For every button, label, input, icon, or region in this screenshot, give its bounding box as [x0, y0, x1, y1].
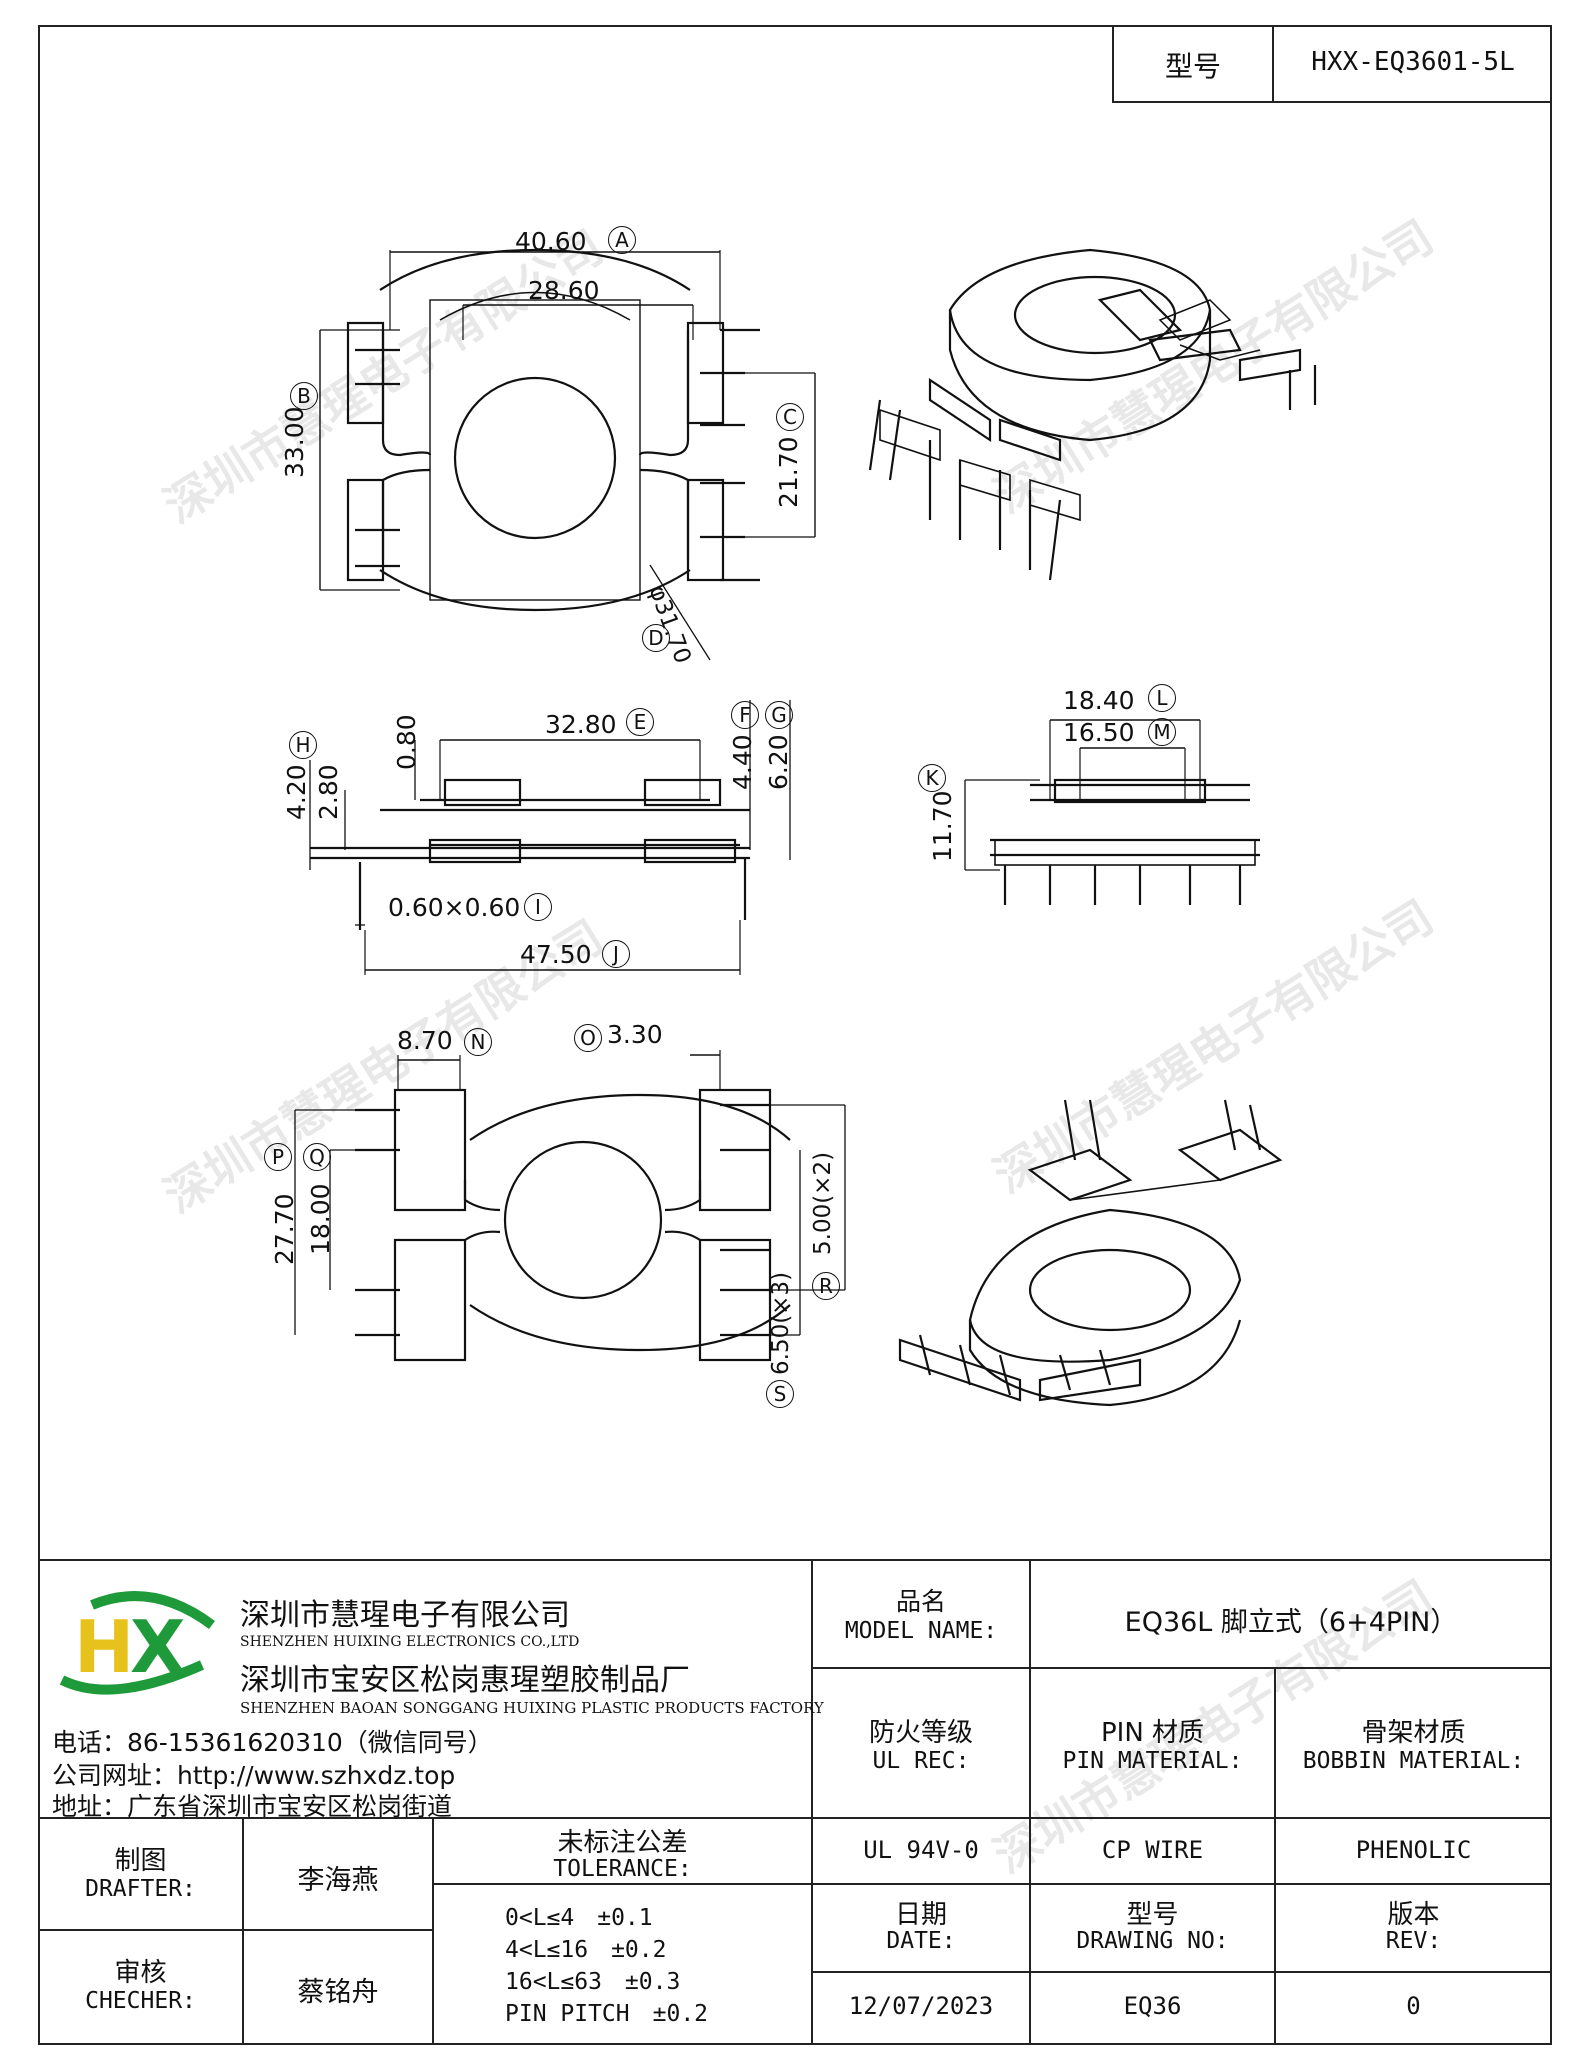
- logo-letter-x: X: [130, 1605, 186, 1689]
- dim-P-letter: P: [264, 1143, 292, 1171]
- tolerance-en: TOLERANCE:: [553, 1856, 692, 1882]
- dim-B-letter: B: [290, 382, 318, 410]
- dim-C-letter: C: [776, 403, 804, 431]
- rev-cn: 版本: [1387, 1900, 1440, 1930]
- dim-D-letter: D: [642, 624, 670, 652]
- bottom-view: [294, 1050, 846, 1362]
- dim-J-letter: J: [602, 940, 630, 968]
- model-name-en: MODEL NAME:: [844, 1618, 998, 1644]
- company-logo: H X: [52, 1585, 222, 1705]
- dim-H-letter: H: [289, 731, 317, 759]
- factory-name-en: SHENZHEN BAOAN SONGGANG HUIXING PLASTIC …: [240, 1699, 824, 1717]
- top-view: [319, 248, 816, 661]
- company-website: 公司网址：http://www.szhxdz.top: [52, 1761, 456, 1790]
- tolerance-line: 4<L≤16 ±0.2: [505, 1937, 667, 1963]
- dim-S-letter: S: [766, 1380, 794, 1408]
- dim-R-letter: R: [812, 1272, 840, 1300]
- dim-M-value: 16.50: [1063, 718, 1135, 747]
- company-name-cn: 深圳市慧瑆电子有限公司: [240, 1598, 570, 1633]
- dim-M-letter: M: [1148, 718, 1176, 746]
- ul-rec-cn: 防火等级: [868, 1718, 973, 1748]
- company-address: 地址：广东省深圳市宝安区松岗街道: [52, 1792, 453, 1821]
- dim-K-letter: K: [918, 764, 946, 792]
- rev-value: 0: [1406, 1992, 1421, 2020]
- factory-name-cn: 深圳市宝安区松岗惠瑆塑胶制品厂: [240, 1663, 690, 1698]
- date-cn: 日期: [894, 1900, 947, 1930]
- bobbin-material-cn: 骨架材质: [1361, 1718, 1466, 1748]
- date-value: 12/07/2023: [848, 1992, 994, 2020]
- checker-name: 蔡铭舟: [297, 1977, 379, 2008]
- checker-cn: 审核: [114, 1958, 167, 1988]
- dim-28-60: 28.60: [528, 276, 600, 305]
- pin-value: CP WIRE: [1101, 1836, 1204, 1864]
- drafter-en: DRAFTER:: [85, 1876, 196, 1902]
- company-phone: 电话：86-15361620310（微信同号）: [52, 1728, 493, 1757]
- model-value: HXX-EQ3601-5L: [1311, 47, 1515, 77]
- drawing-no-cn: 型号: [1126, 1900, 1179, 1930]
- logo-letter-h: H: [74, 1605, 135, 1689]
- iso-view-bottom: [898, 1099, 1283, 1407]
- side-view: [309, 700, 791, 975]
- dim-A-letter: A: [608, 226, 636, 254]
- tolerance-line: 0<L≤4 ±0.1: [505, 1905, 653, 1931]
- drawing-sheet: [38, 25, 1552, 2045]
- bobbin-value: PHENOLIC: [1355, 1836, 1472, 1864]
- ul-rec-en: UL REC:: [872, 1748, 970, 1774]
- tolerance-cn: 未标注公差: [557, 1828, 688, 1858]
- drafter-cn: 制图: [114, 1846, 167, 1876]
- drawing-no-value: EQ36: [1123, 1992, 1182, 2020]
- tolerance-line: PIN PITCH ±0.2: [505, 2001, 709, 2027]
- dim-E-letter: E: [626, 708, 654, 736]
- dim-J-value: 47.50: [520, 940, 592, 969]
- ul-value: UL 94V-0: [863, 1836, 979, 1864]
- date-en: DATE:: [886, 1928, 956, 1954]
- end-view: [964, 719, 1260, 905]
- dim-O-value: 3.30: [607, 1020, 663, 1049]
- drawing-no-en: DRAWING NO:: [1076, 1928, 1229, 1954]
- rev-en: REV:: [1385, 1928, 1442, 1954]
- bobbin-material-en: BOBBIN MATERIAL:: [1302, 1748, 1525, 1774]
- dim-L-letter: L: [1148, 684, 1176, 712]
- iso-view-top: [868, 248, 1317, 581]
- tolerance-line: 16<L≤63 ±0.3: [505, 1969, 681, 1995]
- drafter-name: 李海燕: [297, 1865, 379, 1896]
- checker-en: CHECHER:: [85, 1988, 196, 2014]
- model-name-cn: 品名: [895, 1587, 946, 1616]
- model-name-value: EQ36L 脚立式（6+4PIN）: [1124, 1607, 1458, 1638]
- dim-I-letter: I: [524, 893, 552, 921]
- dim-N-letter: N: [464, 1028, 492, 1056]
- dim-A-value: 40.60: [515, 227, 587, 256]
- pin-material-cn: PIN 材质: [1100, 1718, 1205, 1748]
- company-name-en: SHENZHEN HUIXING ELECTRONICS CO.,LTD: [240, 1634, 580, 1650]
- dim-E-value: 32.80: [545, 710, 617, 739]
- technical-drawing: [294, 248, 1317, 1407]
- dim-O-letter: O: [574, 1024, 602, 1052]
- dim-L-value: 18.40: [1063, 686, 1135, 715]
- model-header: 型号 HXX-EQ3601-5L: [1112, 25, 1552, 103]
- dim-I-value: 0.60×0.60: [388, 893, 521, 922]
- model-label: 型号: [1164, 50, 1221, 83]
- dim-Q-letter: Q: [303, 1143, 331, 1171]
- dim-N-value: 8.70: [397, 1026, 453, 1055]
- dim-G-letter: G: [765, 701, 793, 729]
- pin-material-en: PIN MATERIAL:: [1062, 1748, 1243, 1774]
- dim-F-letter: F: [731, 701, 759, 729]
